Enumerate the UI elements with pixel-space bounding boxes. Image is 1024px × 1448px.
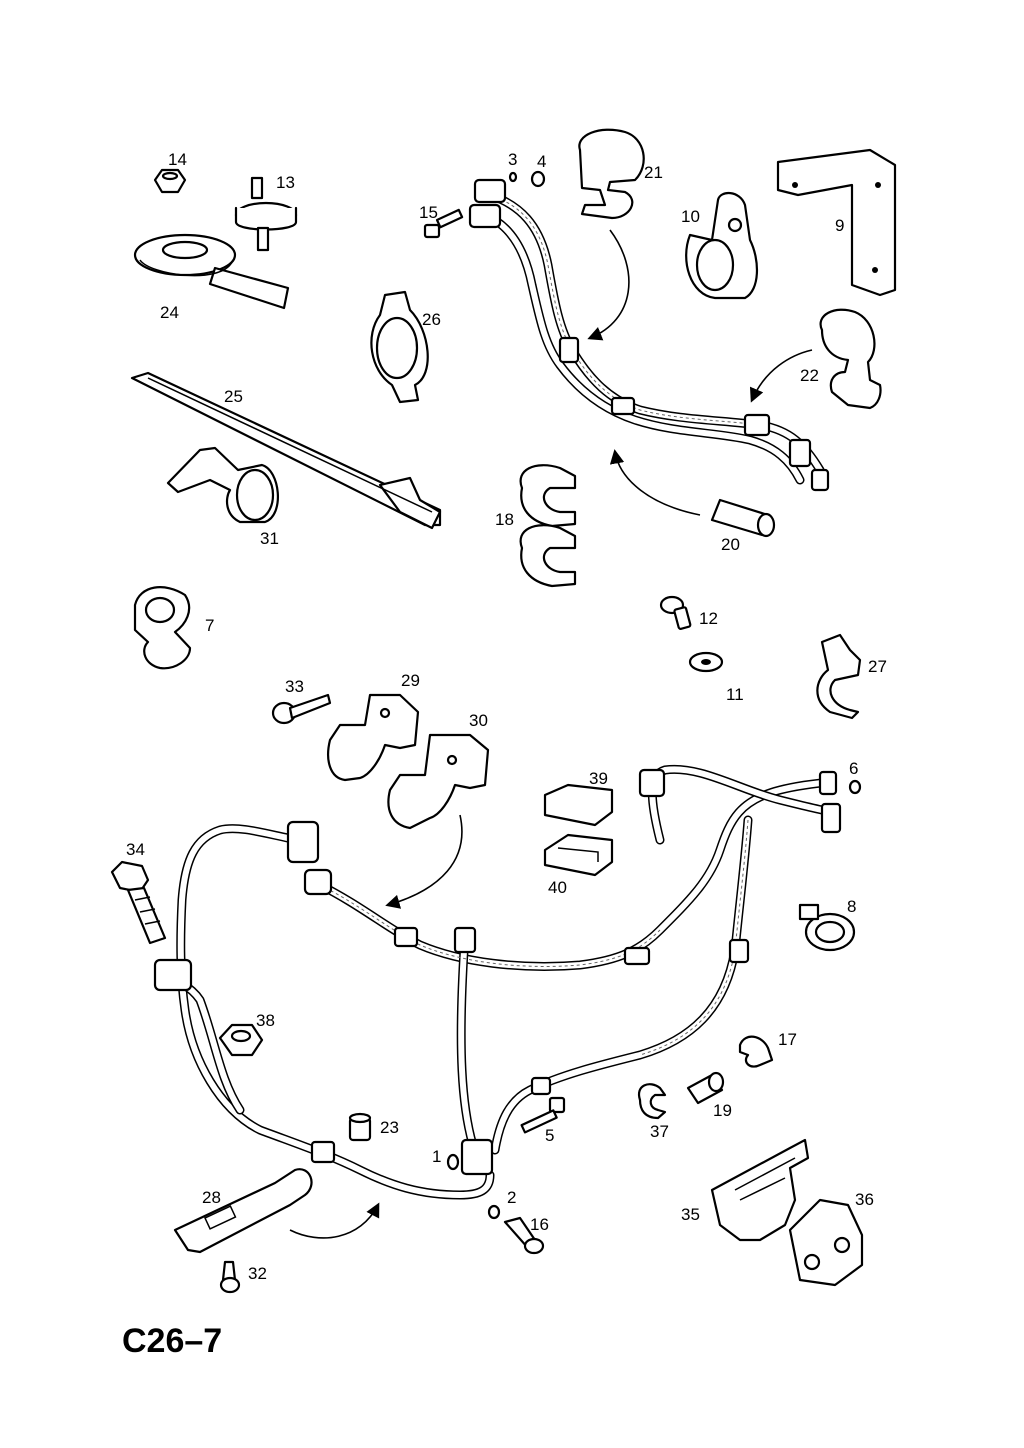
l-bracket-part [776, 148, 897, 297]
support-bracket-part [710, 1138, 810, 1242]
callout-39: 39 [589, 769, 608, 788]
clip-17-part [738, 1035, 774, 1068]
sleeve-19-part [686, 1071, 725, 1105]
small-clip-part [816, 633, 862, 720]
callout-38: 38 [256, 1011, 275, 1030]
callout-labels: 14 13 24 15 3 4 21 10 9 26 22 25 31 18 2… [126, 150, 887, 1283]
small-bolt-part [423, 208, 464, 239]
callout-10: 10 [681, 207, 700, 226]
self-tapping-screw-part [271, 693, 332, 725]
push-clip-part [133, 586, 192, 670]
callout-35: 35 [681, 1205, 700, 1224]
cable-strip-part [130, 371, 442, 530]
foam-pad-39-part [543, 783, 614, 827]
clip-37-part [637, 1083, 667, 1120]
flange-bolt-part [659, 595, 692, 630]
callout-25: 25 [224, 387, 243, 406]
upper-pipe-assembly [468, 178, 830, 492]
callout-13: 13 [276, 173, 295, 192]
callout-33: 33 [285, 677, 304, 696]
callout-11: 11 [726, 685, 744, 704]
sleeve-part [710, 498, 776, 538]
callout-27: 27 [868, 657, 887, 676]
diagram-code: C26–7 [122, 1322, 222, 1360]
callout-1: 1 [432, 1147, 441, 1166]
callout-19: 19 [713, 1101, 732, 1120]
callout-30: 30 [469, 711, 488, 730]
screw-32-part [219, 1260, 241, 1294]
clamp-bracket-part [685, 192, 759, 300]
hose-clip-part [370, 290, 429, 404]
mounting-clamp-29-part [327, 693, 420, 782]
callout-28: 28 [202, 1188, 221, 1207]
callout-5: 5 [545, 1126, 554, 1145]
callout-40: 40 [548, 878, 567, 897]
o-ring-2-part [487, 1204, 501, 1220]
callout-6: 6 [849, 759, 858, 778]
callout-17: 17 [778, 1030, 797, 1049]
callout-4: 4 [537, 152, 546, 171]
callout-29: 29 [401, 671, 420, 690]
lower-pipe-assembly [153, 764, 842, 1200]
callout-32: 32 [248, 1264, 267, 1283]
mounting-clamp-30-part [387, 733, 490, 830]
double-clip-18-part [519, 464, 577, 588]
bracket-clamp-part [166, 446, 279, 524]
nut-part [153, 168, 187, 194]
bolt-5-part [520, 1096, 566, 1134]
callout-9: 9 [835, 216, 844, 235]
callout-20: 20 [721, 535, 740, 554]
callout-7: 7 [205, 616, 214, 635]
callout-23: 23 [380, 1118, 399, 1137]
stud-mount-part [234, 176, 298, 252]
o-ring-1-part [446, 1153, 460, 1171]
callout-36: 36 [855, 1190, 874, 1209]
hose-clamp-part [798, 903, 856, 952]
pressure-switch-part [503, 1216, 545, 1255]
callout-26: 26 [422, 310, 441, 329]
o-ring-6-part [848, 779, 862, 795]
callout-14: 14 [168, 150, 187, 169]
callout-21: 21 [644, 163, 663, 182]
foam-pad-40-part [543, 833, 614, 877]
callout-3: 3 [508, 150, 517, 169]
callout-12: 12 [699, 609, 718, 628]
callout-15: 15 [419, 203, 438, 222]
mount-block-part [788, 1198, 864, 1287]
callout-37: 37 [650, 1122, 669, 1141]
cap-part [348, 1112, 372, 1142]
callout-24: 24 [160, 303, 179, 322]
pipe-clip-part [819, 308, 882, 410]
tape-roll-part [133, 233, 290, 310]
hex-nut-38-part [218, 1023, 264, 1057]
callout-31: 31 [260, 529, 279, 548]
double-clip-part [578, 128, 645, 220]
o-rings-part [508, 170, 546, 188]
callout-22: 22 [800, 366, 819, 385]
callout-18: 18 [495, 510, 514, 529]
callout-2: 2 [507, 1188, 516, 1207]
callout-34: 34 [126, 840, 145, 859]
callout-16: 16 [530, 1215, 549, 1234]
callout-8: 8 [847, 897, 856, 916]
assembly-arrows [289, 229, 813, 1239]
washer-part [688, 651, 724, 673]
bracket-plate-part [173, 1168, 313, 1254]
hex-bolt-34-part [110, 860, 167, 945]
